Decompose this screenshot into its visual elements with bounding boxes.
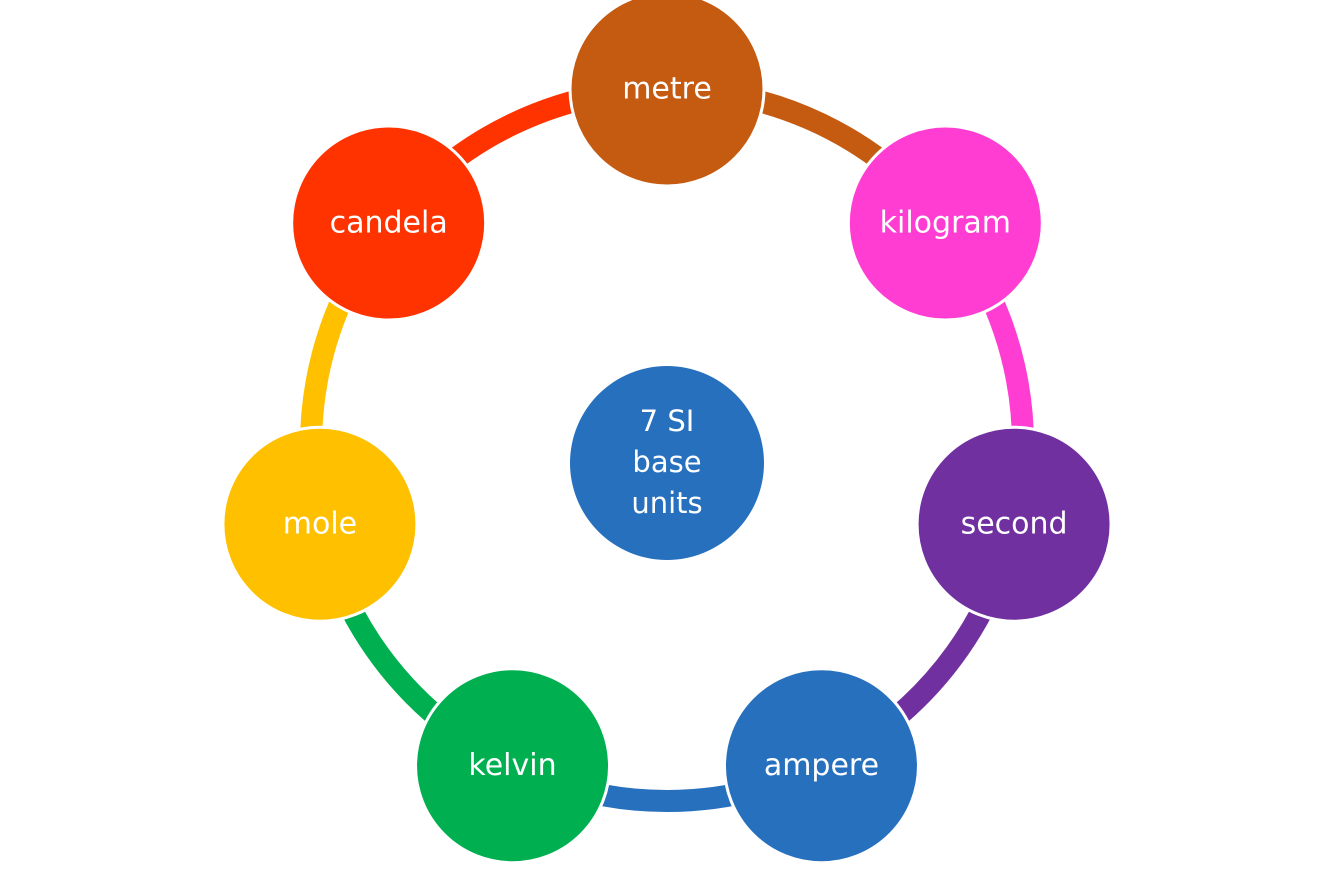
unit-label-mole: mole [283,507,357,542]
unit-nodes: metre kilogram second ampere kelvin mole cande… [221,0,1113,865]
unit-circle-mole [221,425,419,623]
unit-label-metre: metre [622,72,712,107]
center-node: 7 SI base units [570,366,764,560]
unit-label-ampere: ampere [764,748,879,783]
unit-label-kelvin: kelvin [468,748,556,783]
unit-label-kilogram: kilogram [880,206,1011,241]
unit-node-kelvin: kelvin [414,667,612,865]
unit-circle-metre [568,0,766,188]
unit-label-candela: candela [330,206,448,241]
unit-node-ampere: ampere [722,667,920,865]
unit-circle-kilogram [846,124,1044,322]
unit-node-candela: candela [290,124,488,322]
unit-label-second: second [961,507,1068,542]
unit-circle-kelvin [414,667,612,865]
unit-circle-ampere [722,667,920,865]
center-label-line-1: 7 SI [640,404,695,438]
center-label-line-2: base [632,445,701,479]
unit-node-metre: metre [568,0,766,188]
center-label-line-3: units [631,486,702,520]
center-circle [570,366,764,560]
unit-node-mole: mole [221,425,419,623]
unit-node-second: second [915,425,1113,623]
unit-circle-candela [290,124,488,322]
unit-circle-second [915,425,1113,623]
unit-node-kilogram: kilogram [846,124,1044,322]
